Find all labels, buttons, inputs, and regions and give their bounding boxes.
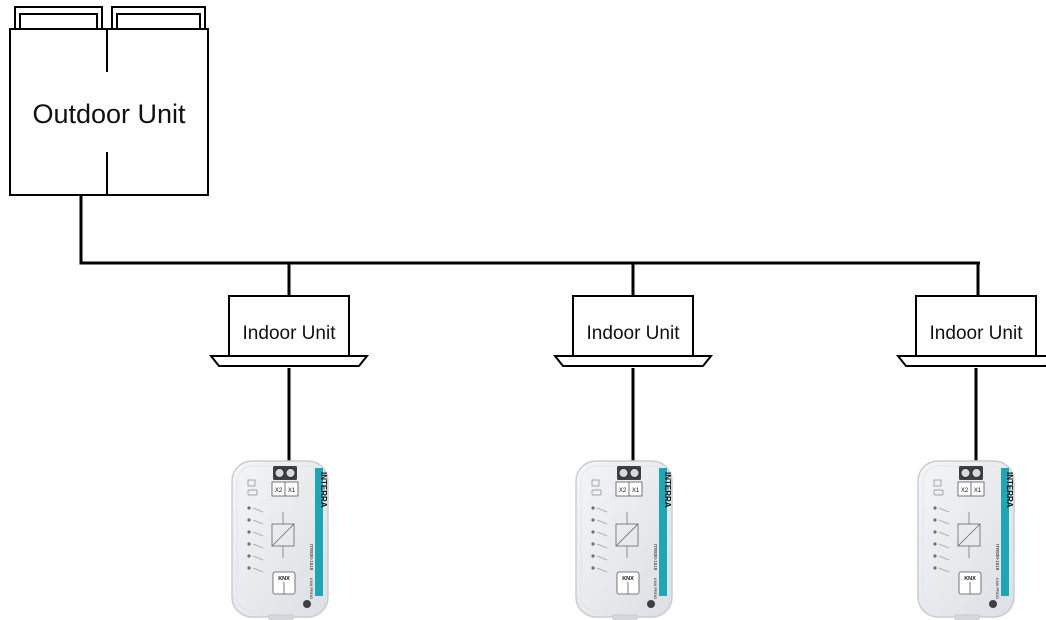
terminal-label-x2: X2 [619,488,627,494]
knx-label: KNX [622,576,634,582]
indoor-unit-label: Indoor Unit [243,323,337,344]
terminal-label-x1: X1 [288,488,296,494]
indoor-unit: Indoor Unit [895,295,1046,367]
brand-label: INTERRA [319,472,328,508]
footer-label: KNX PROG [309,578,314,599]
terminal-label-x2: X2 [275,488,283,494]
footer-label: KNX PROG [995,578,1000,599]
outdoor-drop-line [79,195,980,265]
indoor-unit-label: Indoor Unit [930,323,1024,344]
terminal-label-x1: X1 [974,488,982,494]
outdoor-unit: Outdoor Unit [9,6,209,196]
brand-label: INTERRA [663,472,672,508]
indoor-unit-label: Indoor Unit [587,323,681,344]
model-label: ITR830-1518 [995,544,1000,571]
indoor-unit: Indoor Unit [552,295,714,367]
interface-module: X2 X1 INTERRA ITR830-1518 KNX KNX PROG [917,460,1015,620]
knx-label: KNX [278,576,290,582]
brand-label: INTERRA [1005,472,1014,508]
interface-module: X2 X1 INTERRA ITR830-1518 KNX KNX PROG [231,460,329,620]
outdoor-unit-label: Outdoor Unit [32,99,186,129]
indoor-unit: Indoor Unit [208,295,370,367]
bus-wiring [79,195,980,462]
model-label: ITR830-1518 [653,544,658,571]
terminal-label-x2: X2 [961,488,969,494]
footer-label: KNX PROG [653,578,658,599]
interface-module: X2 X1 INTERRA ITR830-1518 KNX KNX PROG [575,460,673,620]
model-label: ITR830-1518 [309,544,314,571]
terminal-label-x1: X1 [632,488,640,494]
knx-label: KNX [964,576,976,582]
